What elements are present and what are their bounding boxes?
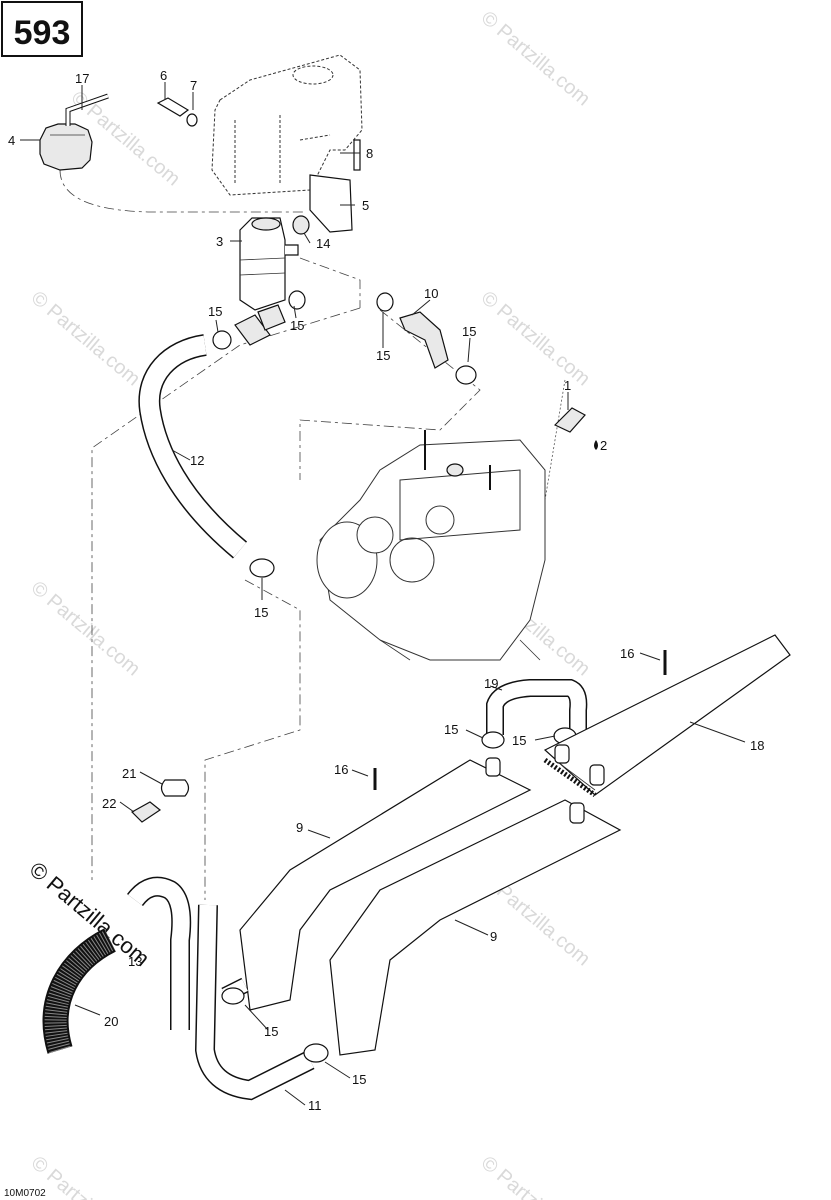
- label-part-6: 6: [160, 68, 167, 83]
- label-part-10: 10: [424, 286, 438, 301]
- label-part-13: 13: [128, 954, 142, 969]
- label-part-14: 14: [316, 236, 330, 251]
- label-part-9-b: 9: [490, 929, 497, 944]
- label-part-11: 11: [308, 1098, 322, 1113]
- label-part-15-a: 15: [208, 304, 222, 319]
- coolant-reservoir: [239, 217, 299, 311]
- heat-exchanger-9-upper: [239, 757, 532, 1011]
- heat-exchanger-9-lower: [329, 799, 622, 1056]
- label-part-16-b: 16: [334, 762, 348, 777]
- label-part-9-a: 9: [296, 820, 303, 835]
- temperature-sensor: [553, 407, 598, 450]
- label-part-22: 22: [102, 796, 116, 811]
- label-part-15-d: 15: [462, 324, 476, 339]
- hose-10: [376, 292, 477, 385]
- label-part-18: 18: [750, 738, 764, 753]
- label-part-15-g: 15: [512, 733, 526, 748]
- label-part-7: 7: [190, 78, 197, 93]
- label-part-16-a: 16: [620, 646, 634, 661]
- label-part-15-i: 15: [352, 1072, 366, 1087]
- label-part-12: 12: [190, 453, 204, 468]
- figure-ref: 10M0702: [4, 1188, 46, 1199]
- clamp-and-screw: [131, 779, 190, 823]
- hose-19: [481, 679, 588, 749]
- label-part-20: 20: [104, 1014, 118, 1029]
- hose-12: [138, 334, 275, 578]
- label-part-15-e: 15: [254, 605, 268, 620]
- diagram-code-box: 593: [1, 1, 83, 57]
- label-part-15-b: 15: [290, 318, 304, 333]
- watermark: © Partzilla.com: [477, 7, 594, 110]
- label-part-2: 2: [600, 438, 607, 453]
- label-part-17: 17: [75, 71, 89, 86]
- coolant-tank: [211, 54, 363, 196]
- label-part-5: 5: [362, 198, 369, 213]
- tank-cap: [39, 93, 109, 171]
- watermark: © Partzilla.com: [27, 577, 144, 680]
- label-part-1: 1: [564, 378, 571, 393]
- grommet: [292, 215, 310, 235]
- label-part-15-h: 15: [264, 1024, 278, 1039]
- watermark: © Partzilla.com: [477, 1152, 594, 1200]
- heat-exchanger-18: [543, 634, 791, 798]
- hose-11: [194, 904, 329, 1101]
- bracket: [309, 139, 361, 233]
- watermark: © Partzilla.com: [477, 287, 594, 390]
- hose-13: [127, 876, 192, 1030]
- engine: [316, 430, 546, 661]
- label-part-21: 21: [122, 766, 136, 781]
- screw-and-washer: [156, 97, 198, 127]
- watermark: © Partzilla.com: [27, 287, 144, 390]
- label-part-19: 19: [484, 676, 498, 691]
- label-part-4: 4: [8, 133, 15, 148]
- label-part-8: 8: [366, 146, 373, 161]
- label-part-15-f: 15: [444, 722, 458, 737]
- label-part-15-c: 15: [376, 348, 390, 363]
- label-part-3: 3: [216, 234, 223, 249]
- part-labels: 17 4 6 7 8 5 3 14 15 15 10 15 15 1 2 12 …: [8, 68, 764, 1113]
- hose-20: [42, 928, 117, 1054]
- leader-lines: [20, 82, 746, 1106]
- diagram-code: 593: [14, 14, 71, 52]
- fittings-left: [212, 290, 306, 350]
